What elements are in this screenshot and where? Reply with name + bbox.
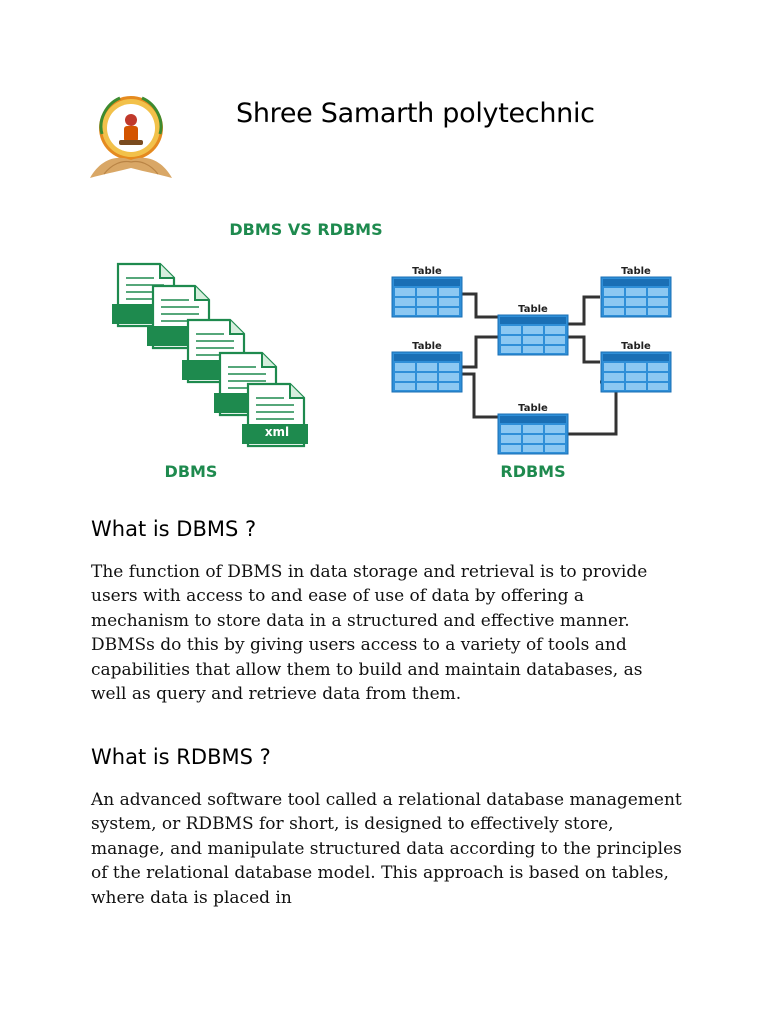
section-body-rdbms: An advanced software tool called a relat… — [91, 790, 682, 908]
rdbms-table-6: Table — [497, 403, 569, 455]
institution-title: Shree Samarth polytechnic — [236, 98, 595, 129]
xml-tag-label: xml — [265, 425, 289, 439]
rdbms-label: RDBMS — [500, 462, 565, 481]
xml-file-stack: xml — [110, 262, 310, 448]
svg-text:Table: Table — [518, 304, 548, 315]
college-emblem-icon — [90, 96, 172, 178]
section-body-dbms: The function of DBMS in data storage and… — [91, 562, 648, 705]
rdbms-table-3: Table — [497, 304, 569, 356]
svg-text:Table: Table — [412, 341, 442, 352]
rdbms-table-2: Table — [391, 341, 463, 393]
dbms-label: DBMS — [165, 462, 218, 481]
section-heading-rdbms: What is RDBMS ? — [91, 745, 271, 769]
svg-text:Table: Table — [621, 266, 651, 277]
section-heading-dbms: What is DBMS ? — [91, 517, 257, 541]
rdbms-table-4: Table — [600, 266, 672, 318]
svg-text:Table: Table — [412, 266, 442, 277]
dbms-vs-rdbms-diagram: DBMS VS RDBMS xml DBMS Table Table Table… — [110, 220, 672, 481]
diagram-title: DBMS VS RDBMS — [229, 220, 382, 239]
rdbms-table-1: Table — [391, 266, 463, 318]
svg-text:Table: Table — [621, 341, 651, 352]
rdbms-table-5: Table — [600, 341, 672, 393]
svg-text:Table: Table — [518, 403, 548, 414]
